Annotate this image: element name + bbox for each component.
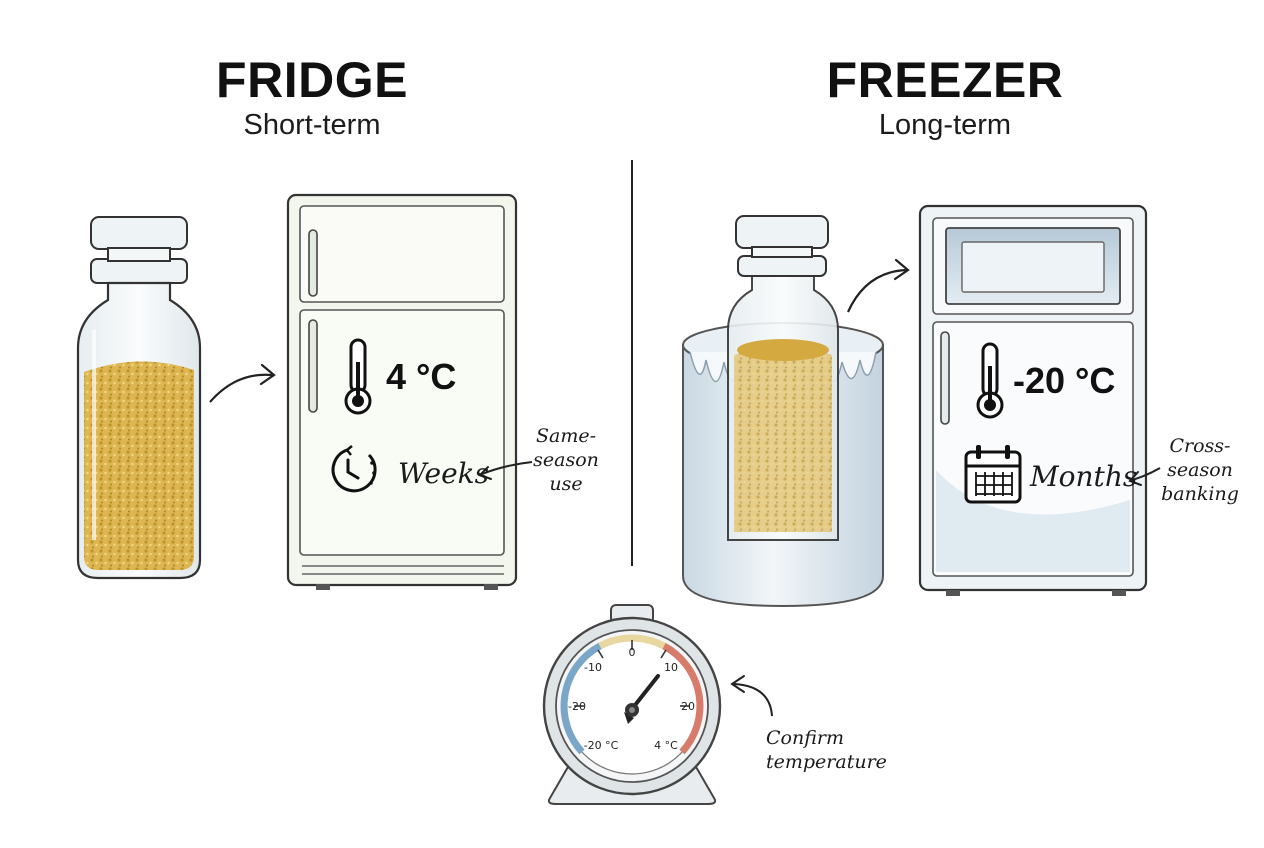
confirm-note-arrow [733,683,773,717]
bottle-to-freezer-arrow [846,268,907,313]
freezer-temperature: -20 °C [1013,360,1116,401]
dial-tick-20: 20 [681,700,695,713]
fridge-bottle [76,216,202,580]
thermometer-note-line2: temperature [766,751,887,773]
fridge-note-arrow [481,461,533,475]
freezer-title: FREEZER [826,52,1064,108]
freezer-subtitle: Long-term [878,109,1012,141]
bottle-to-fridge-arrow [209,373,273,403]
fridge-note: Same- season use [524,424,608,496]
fridge-clock-icon [331,445,377,493]
calendar-icon [964,445,1022,504]
fridge-heading: FRIDGE Short-term [162,52,462,142]
thermometer-note-line1: Confirm [766,727,844,749]
fridge-subtitle: Short-term [243,109,381,141]
freezer-thermometer-icon [976,342,1004,419]
dial-tick-10: 10 [664,661,678,674]
dial-tick-minus20: -20 [568,700,586,713]
fridge-temperature: 4 °C [386,356,457,397]
fridge-thermometer-icon [344,338,372,415]
dial-thermometer [542,604,722,805]
freezer-note-arrow [1131,467,1161,481]
fridge-note-line1: Same- [535,425,597,447]
freezer-heading: FREEZER Long-term [795,52,1095,142]
freezer-note-line2: season [1167,459,1233,481]
fridge-note-line3: use [549,473,583,495]
fridge-title: FRIDGE [216,52,408,108]
freezer-note-line3: banking [1161,483,1239,505]
freezer-bottle [727,215,839,541]
fridge-note-line2: season [533,449,599,471]
dial-tick-minus10: -10 [584,661,602,674]
freezer-note-line1: Cross- [1169,435,1231,457]
thermometer-note: Confirm temperature [766,726,906,774]
freezer-duration: Months [1030,460,1138,493]
freezer-note: Cross- season banking [1150,434,1250,506]
fridge-appliance [286,193,518,590]
dial-tick-0: 0 [629,646,636,659]
fridge-duration: Weeks [398,457,489,490]
dial-min-label: -20 °C [584,739,619,752]
dial-max-label: 4 °C [654,739,678,752]
